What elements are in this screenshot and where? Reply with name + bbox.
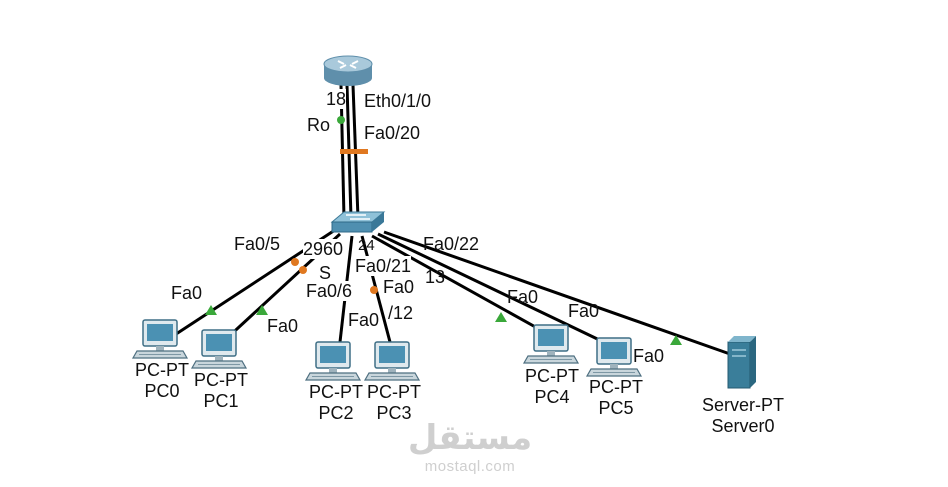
pc-icon-pc4[interactable] — [523, 324, 579, 364]
device-label-pc1: PC-PT PC1 — [181, 370, 261, 412]
pc-icon-pc0[interactable] — [132, 319, 188, 359]
switch-icon[interactable] — [330, 211, 386, 233]
device-type: PC-PT — [367, 382, 421, 402]
port-label-fa06: Fa0/6 — [306, 281, 353, 301]
port-label-fa0-server: Fa0 — [568, 301, 600, 321]
device-label-pc3: PC-PT PC3 — [354, 382, 434, 424]
device-type: PC-PT — [135, 360, 189, 380]
pc-icon-pc2[interactable] — [305, 341, 361, 381]
port-label-num13: 13 — [425, 267, 446, 287]
port-label-fa0-pc1: Fa0 — [267, 316, 299, 336]
router-model-label: 18 — [326, 89, 347, 109]
device-name: PC2 — [318, 403, 354, 423]
port-label-fa0-12: Fa0 — [348, 310, 380, 330]
device-type: Server-PT — [701, 395, 784, 415]
device-type: PC-PT — [194, 370, 248, 390]
device-label-pc4: PC-PT PC4 — [512, 366, 592, 408]
device-type: PC-PT — [525, 366, 579, 386]
device-name: PC0 — [144, 381, 180, 401]
port-label-router-eth: Eth0/1/0 — [364, 91, 432, 111]
device-name: PC4 — [534, 387, 570, 407]
device-label-server0: Server-PT Server0 — [688, 395, 798, 437]
port-label-fa05: Fa0/5 — [234, 234, 281, 254]
device-name: PC5 — [598, 398, 634, 418]
device-label-pc0: PC-PT PC0 — [122, 360, 202, 402]
server-icon[interactable] — [727, 336, 756, 389]
port-label-switch-up: Fa0/20 — [364, 123, 421, 143]
port-label-fa021: Fa0/21 — [355, 256, 412, 276]
device-label-pc5: PC-PT PC5 — [576, 377, 656, 419]
pc-icon-pc3[interactable] — [364, 341, 420, 381]
port-label-fa0-left: Fa0 — [171, 283, 203, 303]
port-label-fa0-pc4: Fa0 — [507, 287, 539, 307]
device-type: PC-PT — [309, 382, 363, 402]
port-label-fa0-pc5: Fa0 — [633, 346, 665, 366]
switch-model-label: 2960 — [303, 239, 344, 259]
watermark-latin: mostaql.com — [424, 458, 516, 475]
link-indicators — [205, 116, 682, 345]
router-icon[interactable] — [323, 55, 373, 86]
device-label-pc2: PC-PT PC2 — [296, 382, 376, 424]
router-name-label: Ro — [307, 115, 331, 135]
switch-name-label: S — [319, 263, 332, 283]
device-name: PC1 — [203, 391, 239, 411]
watermark-arabic: مستقل — [407, 418, 533, 458]
device-type: PC-PT — [589, 377, 643, 397]
port-label-fa0-13: Fa0 — [383, 277, 415, 297]
device-name: Server0 — [711, 416, 775, 436]
port-label-partial-24: 24 — [358, 237, 375, 254]
port-label-num12: /12 — [388, 303, 414, 323]
device-name: PC3 — [376, 403, 412, 423]
port-label-fa022: Fa0/22 — [423, 234, 480, 254]
